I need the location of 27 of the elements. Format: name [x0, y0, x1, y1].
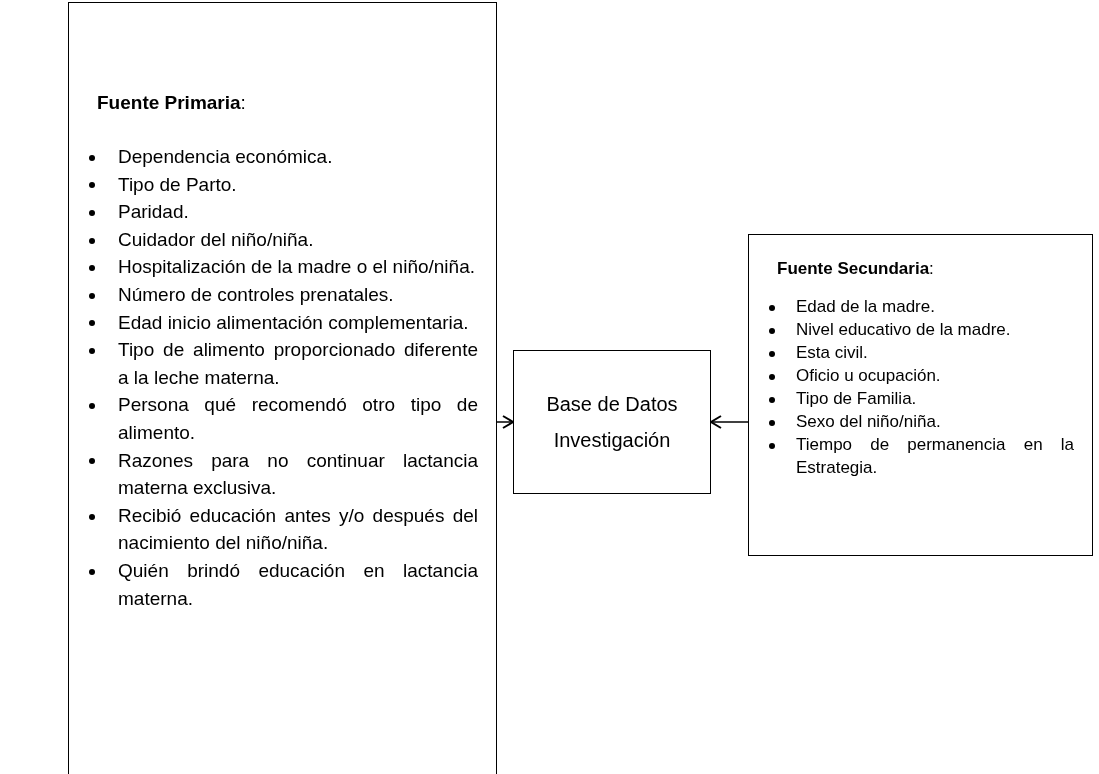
list-item: Nivel educativo de la madre.	[796, 319, 1012, 341]
list-item: Tipo de Parto.	[118, 172, 238, 197]
list-item: Edad inicio alimentación complementaria.	[118, 310, 470, 335]
list-item: Número de controles prenatales.	[118, 282, 395, 307]
text-box	[748, 234, 1093, 556]
list-item: Hospitalización de la madre o el niño/niña.	[118, 255, 476, 280]
list-item: Tipo de alimento proporcionado diferente a la leche materna.	[118, 338, 478, 390]
list-item: Razones para no continuar lactancia materna exclusiva.	[118, 448, 478, 501]
text-box	[68, 2, 497, 774]
list-item: Edad de la madre.	[796, 296, 936, 318]
list-item: Paridad.	[118, 200, 190, 225]
list-item: Oficio u ocupación.	[796, 365, 942, 387]
text-box	[513, 350, 711, 494]
list-item: Quién brindó educación en lactancia materna.	[118, 558, 478, 611]
list-item: Persona qué recomendó otro tipo de alimento.	[118, 393, 478, 445]
arrow	[710, 415, 749, 429]
list-item: Cuidador del niño/niña.	[118, 227, 315, 252]
arrow	[496, 415, 514, 429]
list-item: Sexo del niño/niña.	[796, 411, 942, 433]
list-item: Recibió educación antes y/o después del nacimiento del niño/niña.	[118, 503, 478, 556]
heading: Fuente Primaria:	[97, 91, 246, 115]
list-item: Esta civil.	[796, 342, 869, 364]
list-item: Tiempo de permanencia en la Estrategia.	[796, 434, 1074, 479]
list-item: Tipo de Familia.	[796, 388, 918, 410]
list-item: Dependencia económica.	[118, 145, 334, 169]
node-label: Base de Datos Investigación	[545, 392, 679, 453]
heading: Fuente Secundaria:	[777, 258, 934, 280]
